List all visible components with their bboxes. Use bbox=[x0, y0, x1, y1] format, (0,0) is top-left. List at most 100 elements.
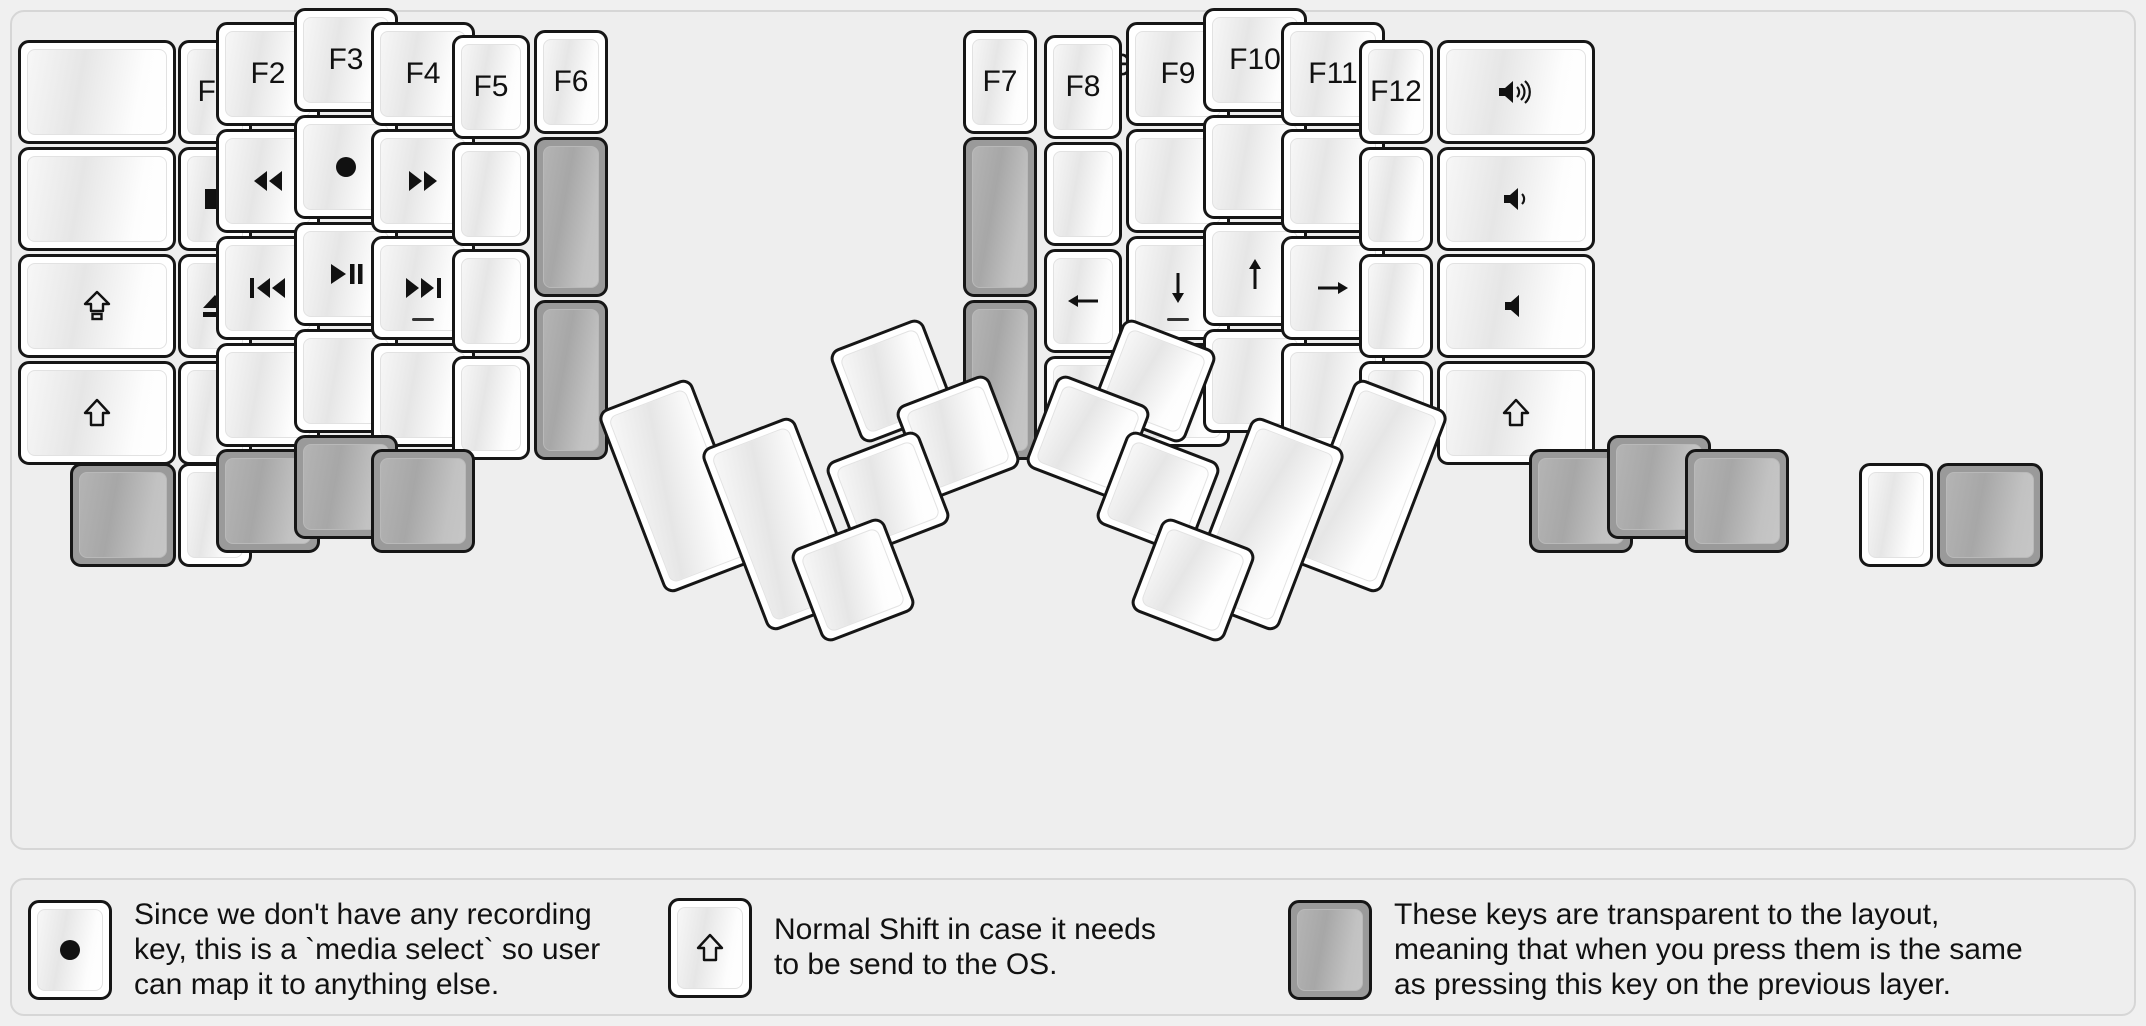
keycap-face bbox=[27, 263, 167, 349]
right-key-outer-extra-r0[interactable] bbox=[1437, 40, 1595, 144]
key-label: F4 bbox=[405, 57, 441, 90]
right-key-pinky-outer-r2[interactable] bbox=[1359, 254, 1433, 358]
keycap-face bbox=[1053, 258, 1113, 344]
left-bottom-key-0[interactable] bbox=[70, 463, 176, 567]
left-key-index-inner-r0[interactable]: F5 bbox=[452, 35, 530, 139]
keycap-face: F6 bbox=[543, 39, 599, 125]
keycap-face: F8 bbox=[1053, 44, 1113, 130]
keycap-face bbox=[79, 472, 167, 558]
left-key-inner-extra-r0[interactable]: F6 bbox=[534, 30, 608, 134]
media-fast-forward-icon bbox=[406, 169, 440, 193]
legend-key-1 bbox=[668, 898, 752, 998]
key-label: F11 bbox=[1308, 57, 1358, 90]
legend-text-2: These keys are transparent to the layout… bbox=[1394, 898, 2023, 1001]
legend-text-1: Normal Shift in case it needs to be send… bbox=[774, 913, 1156, 981]
left-key-pinky-outer-r2[interactable] bbox=[18, 254, 176, 358]
key-label: F5 bbox=[473, 70, 509, 103]
legend-frame bbox=[10, 878, 2136, 1016]
right-key-outer-extra-r2[interactable] bbox=[1437, 254, 1595, 358]
left-bottom-key-4[interactable] bbox=[371, 449, 475, 553]
keycap-face: F7 bbox=[972, 39, 1028, 125]
left-key-pinky-outer-r3[interactable] bbox=[18, 361, 176, 465]
left-key-inner-extra-r1[interactable] bbox=[534, 137, 608, 297]
keycap-face bbox=[543, 146, 599, 288]
arrow-left-icon bbox=[1066, 289, 1100, 313]
left-key-inner-extra-r2[interactable] bbox=[534, 300, 608, 460]
right-bottom-key-2[interactable] bbox=[1685, 449, 1789, 553]
keycap-face bbox=[1368, 263, 1424, 349]
arrow-down-icon bbox=[1166, 271, 1190, 305]
keycap-face bbox=[27, 370, 167, 456]
keycap-face: F4 bbox=[380, 31, 466, 117]
keycap-face bbox=[380, 245, 466, 331]
keycap-face bbox=[27, 156, 167, 242]
shift-icon bbox=[1502, 398, 1530, 428]
keycap-face bbox=[27, 49, 167, 135]
keycap-face bbox=[1297, 909, 1363, 992]
media-previous-icon bbox=[248, 276, 288, 300]
left-key-index-inner-r3[interactable] bbox=[452, 356, 530, 460]
key-label: F12 bbox=[1370, 75, 1422, 108]
keycap-face: F5 bbox=[461, 44, 521, 130]
keycap-face bbox=[1140, 527, 1246, 633]
keycap-face bbox=[1446, 263, 1586, 349]
arrow-up-icon bbox=[1243, 257, 1267, 291]
legend-text-0: Since we don't have any recording key, t… bbox=[134, 898, 601, 1001]
volume-mute-icon bbox=[1502, 292, 1530, 320]
left-key-index-inner-r1[interactable] bbox=[452, 142, 530, 246]
right-key-index-inner-r1[interactable] bbox=[963, 137, 1037, 297]
keycap-face bbox=[1053, 151, 1113, 237]
keycap-face bbox=[380, 458, 466, 544]
volume-down-icon bbox=[1501, 185, 1531, 213]
right-bottom-key-3[interactable] bbox=[1859, 463, 1933, 567]
right-key-pinky-outer-r0[interactable]: F12 bbox=[1359, 40, 1433, 144]
media-play-pause-icon bbox=[328, 262, 364, 286]
keycap-face bbox=[461, 365, 521, 451]
keycap-face bbox=[1868, 472, 1924, 558]
legend-sample-key-1 bbox=[668, 898, 752, 998]
right-key-index-r2[interactable] bbox=[1044, 249, 1122, 353]
left-key-pinky-outer-r0[interactable] bbox=[18, 40, 176, 144]
homing-bar bbox=[412, 318, 434, 321]
key-label: F7 bbox=[982, 65, 1018, 98]
left-key-index-inner-r2[interactable] bbox=[452, 249, 530, 353]
key-label: F10 bbox=[1229, 43, 1281, 76]
media-next-icon bbox=[403, 276, 443, 300]
shift-icon bbox=[696, 933, 724, 963]
keycap-face bbox=[1946, 472, 2034, 558]
caps-lock-icon bbox=[83, 290, 111, 322]
right-key-index-inner-r0[interactable]: F7 bbox=[963, 30, 1037, 134]
keycap-face bbox=[461, 151, 521, 237]
volume-up-icon bbox=[1496, 78, 1536, 106]
right-key-index-r1[interactable] bbox=[1044, 142, 1122, 246]
keycap-face bbox=[800, 527, 906, 633]
key-label: F3 bbox=[328, 43, 364, 76]
keycap-face bbox=[972, 146, 1028, 288]
legend-item-2: These keys are transparent to the layout… bbox=[1288, 898, 2023, 1002]
legend-sample-key-0 bbox=[28, 900, 112, 1001]
key-label: F2 bbox=[250, 57, 286, 90]
media-record-icon bbox=[333, 154, 359, 180]
keycap-face bbox=[1446, 370, 1586, 456]
keycap-face bbox=[37, 909, 103, 992]
media-rewind-icon bbox=[251, 169, 285, 193]
keycap-face bbox=[1368, 156, 1424, 242]
keycap-face bbox=[543, 309, 599, 451]
keycap-face bbox=[677, 907, 743, 989]
key-label: F8 bbox=[1065, 70, 1101, 103]
legend-key-2 bbox=[1288, 900, 1372, 1001]
right-bottom-key-4[interactable] bbox=[1937, 463, 2043, 567]
left-key-pinky-outer-r1[interactable] bbox=[18, 147, 176, 251]
shift-icon bbox=[83, 398, 111, 428]
key-label: F9 bbox=[1160, 57, 1196, 90]
right-key-index-r0[interactable]: F8 bbox=[1044, 35, 1122, 139]
legend-key-0 bbox=[28, 900, 112, 1001]
legend-item-1: Normal Shift in case it needs to be send… bbox=[668, 898, 1156, 998]
right-key-outer-extra-r1[interactable] bbox=[1437, 147, 1595, 251]
keycap-face bbox=[1446, 156, 1586, 242]
keycap-face bbox=[1694, 458, 1780, 544]
legend-sample-key-2 bbox=[1288, 900, 1372, 1001]
keycap-face: F12 bbox=[1368, 49, 1424, 135]
arrow-right-icon bbox=[1316, 276, 1350, 300]
right-key-pinky-outer-r1[interactable] bbox=[1359, 147, 1433, 251]
